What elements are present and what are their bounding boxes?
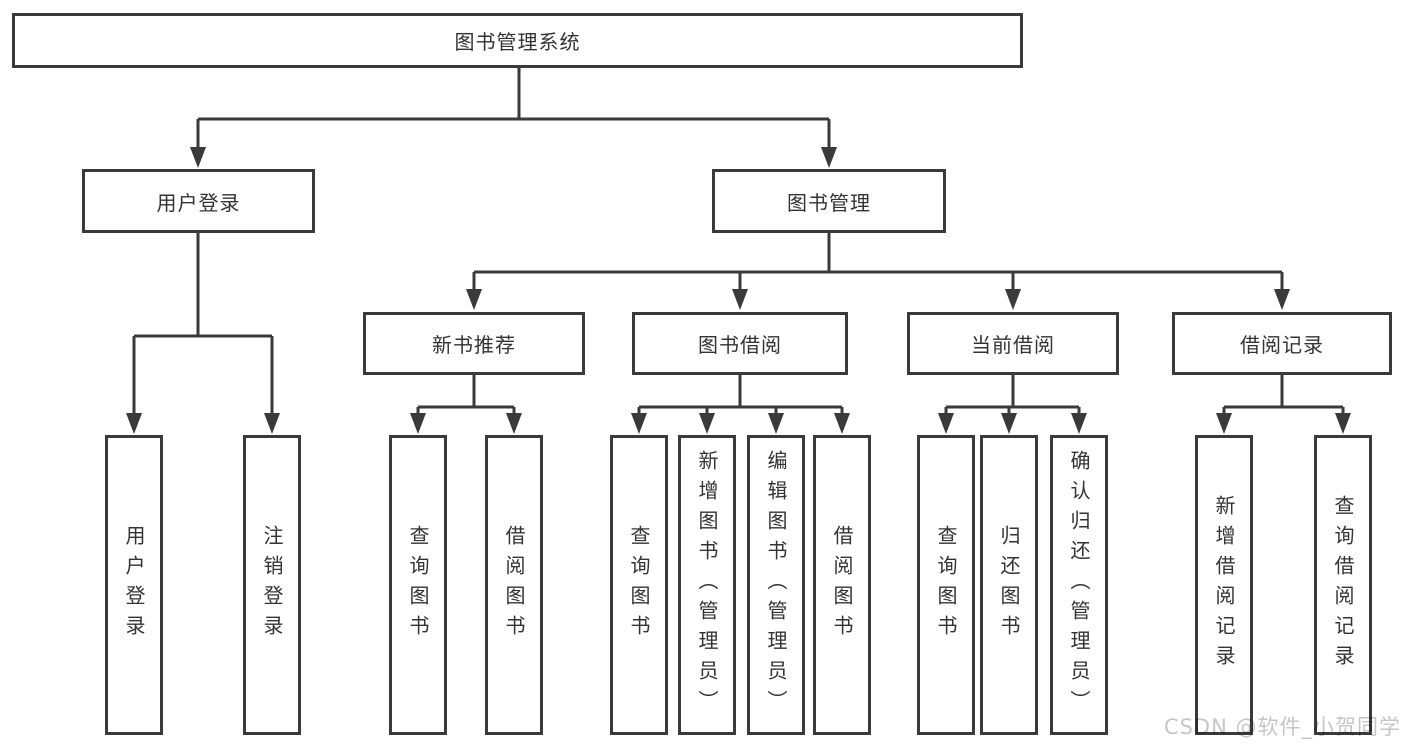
node-current-borrow: 当前借阅 xyxy=(907,312,1119,375)
leaf-bb-edit-books-admin: 编辑图书（管理员） xyxy=(747,435,805,735)
arrow-down-icon xyxy=(126,413,142,434)
node-root: 图书管理系统 xyxy=(12,13,1023,68)
arrow-down-icon xyxy=(506,413,522,434)
leaf-nbr-borrow-books: 借阅图书 xyxy=(485,435,543,735)
node-book-management: 图书管理 xyxy=(712,169,946,233)
node-borrow-records-label: 借阅记录 xyxy=(1240,333,1324,357)
arrow-down-icon xyxy=(631,413,647,434)
watermark: CSDN @软件_小贺同学 xyxy=(1163,715,1401,739)
leaf-nbr-borrow-books-label: 借阅图书 xyxy=(502,525,526,645)
leaf-cb-confirm-return-admin-label: 确认归还（管理员） xyxy=(1067,450,1091,720)
node-book-management-label: 图书管理 xyxy=(787,190,871,215)
leaf-bb-query-books-label: 查询图书 xyxy=(627,525,651,645)
arrow-down-icon xyxy=(834,413,850,434)
leaf-bb-borrow-books-label: 借阅图书 xyxy=(830,525,854,645)
node-root-label: 图书管理系统 xyxy=(454,30,581,54)
arrow-down-icon xyxy=(264,413,280,434)
leaf-user-login: 用户登录 xyxy=(105,435,163,735)
arrow-down-icon xyxy=(1216,413,1232,434)
leaf-br-query-record-label: 查询借阅记录 xyxy=(1331,495,1355,675)
node-new-book-recommend-label: 新书推荐 xyxy=(432,333,516,357)
leaf-br-add-record: 新增借阅记录 xyxy=(1195,435,1253,735)
leaf-cb-query-books-label: 查询图书 xyxy=(934,525,958,645)
arrow-down-icon xyxy=(768,413,784,434)
arrow-down-icon xyxy=(1335,413,1351,434)
arrow-down-icon xyxy=(190,147,206,168)
arrow-down-icon xyxy=(732,289,748,310)
leaf-bb-add-books-admin: 新增图书（管理员） xyxy=(678,435,736,735)
arrow-down-icon xyxy=(938,413,954,434)
connector-new-book-recommend xyxy=(410,375,522,434)
leaf-bb-borrow-books: 借阅图书 xyxy=(813,435,871,735)
leaf-logout: 注销登录 xyxy=(243,435,301,735)
leaf-bb-add-books-admin-label: 新增图书（管理员） xyxy=(695,450,719,720)
connector-book-borrow xyxy=(631,375,850,434)
leaf-br-query-record: 查询借阅记录 xyxy=(1314,435,1372,735)
connector-user-login xyxy=(126,233,280,434)
arrow-down-icon xyxy=(1274,289,1290,310)
connector-root xyxy=(190,68,837,168)
leaf-user-login-label: 用户登录 xyxy=(122,525,146,645)
arrow-down-icon xyxy=(466,289,482,310)
leaf-logout-label: 注销登录 xyxy=(260,525,284,645)
leaf-cb-return-books-label: 归还图书 xyxy=(997,525,1021,645)
node-current-borrow-label: 当前借阅 xyxy=(971,333,1055,357)
arrow-down-icon xyxy=(410,413,426,434)
node-borrow-records: 借阅记录 xyxy=(1172,312,1392,375)
connector-book-management xyxy=(466,233,1290,310)
connector-current-borrow xyxy=(938,375,1087,434)
leaf-bb-query-books: 查询图书 xyxy=(610,435,668,735)
leaf-nbr-query-books-label: 查询图书 xyxy=(406,525,430,645)
node-book-borrow: 图书借阅 xyxy=(632,312,848,375)
leaf-nbr-query-books: 查询图书 xyxy=(389,435,447,735)
leaf-cb-confirm-return-admin: 确认归还（管理员） xyxy=(1050,435,1108,735)
arrow-down-icon xyxy=(821,147,837,168)
leaf-cb-query-books: 查询图书 xyxy=(917,435,975,735)
node-user-login-label: 用户登录 xyxy=(156,190,241,215)
connector-borrow-records xyxy=(1216,375,1351,434)
leaf-br-add-record-label: 新增借阅记录 xyxy=(1212,495,1236,675)
arrow-down-icon xyxy=(1071,413,1087,434)
node-new-book-recommend: 新书推荐 xyxy=(363,312,585,375)
arrow-down-icon xyxy=(1005,289,1021,310)
leaf-cb-return-books: 归还图书 xyxy=(980,435,1038,735)
node-user-login: 用户登录 xyxy=(82,169,315,233)
leaf-bb-edit-books-admin-label: 编辑图书（管理员） xyxy=(764,450,788,720)
arrow-down-icon xyxy=(699,413,715,434)
node-book-borrow-label: 图书借阅 xyxy=(698,333,782,357)
arrow-down-icon xyxy=(1001,413,1017,434)
